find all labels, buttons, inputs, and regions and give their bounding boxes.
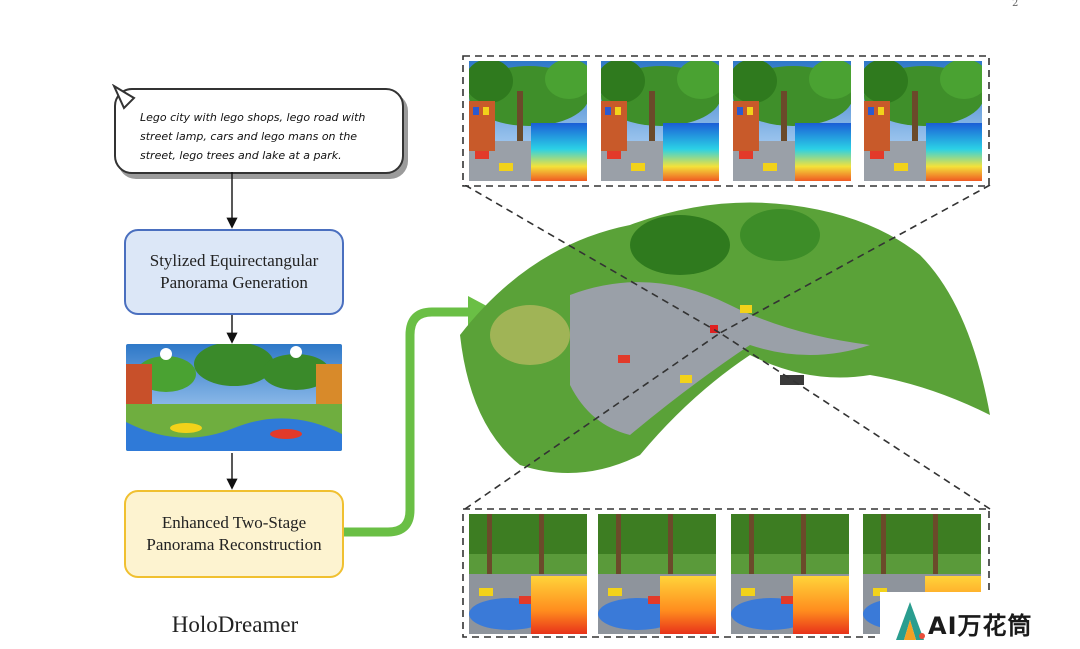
top-view-4-image	[864, 61, 982, 181]
prompt-bubble: Lego city with lego shops, lego road wit…	[114, 88, 404, 174]
top-view-2-image	[601, 61, 719, 181]
top-views-frame	[462, 55, 990, 187]
bottom-view-3-image	[731, 514, 849, 634]
watermark-logo-icon	[896, 602, 925, 640]
watermark: AI万花筒	[880, 592, 1080, 649]
bottom-views-frame	[462, 508, 990, 638]
top-view-3-image	[733, 61, 851, 181]
watermark-text: AI万花筒	[928, 612, 1033, 640]
3d-reconstruction-image	[460, 185, 991, 510]
page-number: 2	[1012, 0, 1019, 9]
method-name: HoloDreamer	[171, 612, 299, 637]
bottom-view-2-image	[598, 514, 716, 634]
step-panorama-generation: Stylized Equirectangular Panorama Genera…	[124, 229, 344, 315]
prompt-text: Lego city with lego shops, lego road wit…	[140, 111, 366, 162]
equirectangular-panorama-image	[126, 344, 342, 451]
top-view-1-image	[469, 61, 587, 181]
step-panorama-reconstruction: Enhanced Two-Stage Panorama Reconstructi…	[124, 490, 344, 578]
bottom-view-1-image	[469, 514, 587, 634]
bubble-tail	[111, 84, 136, 110]
green-arrow	[337, 307, 475, 537]
